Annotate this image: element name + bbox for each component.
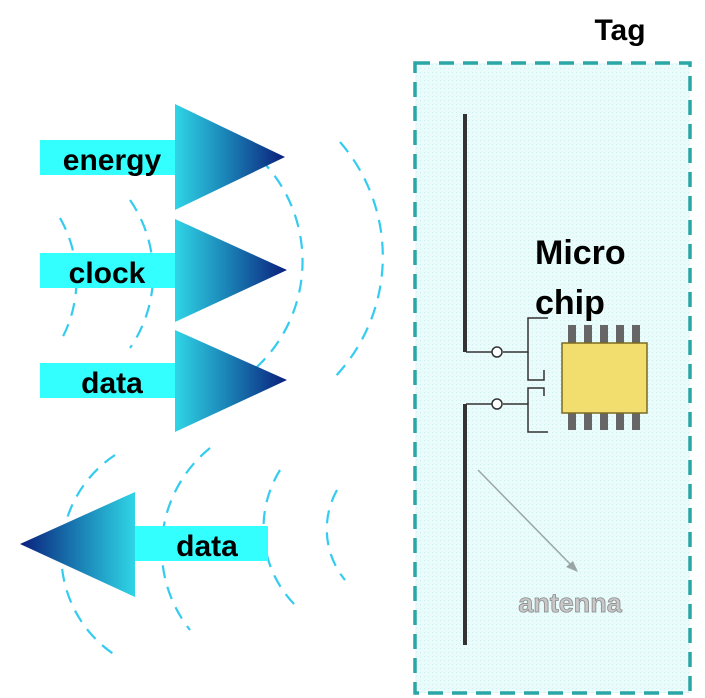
antenna-terminal-bottom bbox=[491, 398, 503, 410]
data-in-arrow: data bbox=[20, 492, 268, 597]
antenna-pointer-head bbox=[566, 561, 578, 572]
data-out-label: data bbox=[81, 367, 143, 400]
tag-title: Tag bbox=[594, 14, 645, 47]
antenna-pointer bbox=[477, 469, 575, 569]
microchip bbox=[561, 325, 648, 430]
chip-label-line2: chip bbox=[535, 284, 605, 322]
clock-label: clock bbox=[69, 257, 146, 290]
antenna-terminal-top bbox=[491, 346, 503, 358]
chip-label-line1: Micro bbox=[535, 234, 626, 272]
energy-label: energy bbox=[63, 144, 162, 177]
antenna-label: antenna bbox=[518, 588, 623, 618]
antenna-feed-lines bbox=[466, 317, 548, 433]
energy-arrow: energy bbox=[40, 104, 285, 210]
clock-arrow: clock bbox=[40, 219, 287, 322]
chip-pins bbox=[568, 325, 640, 430]
data-out-arrow: data bbox=[40, 330, 287, 432]
data-in-label: data bbox=[176, 530, 238, 563]
chip-body bbox=[561, 342, 648, 414]
